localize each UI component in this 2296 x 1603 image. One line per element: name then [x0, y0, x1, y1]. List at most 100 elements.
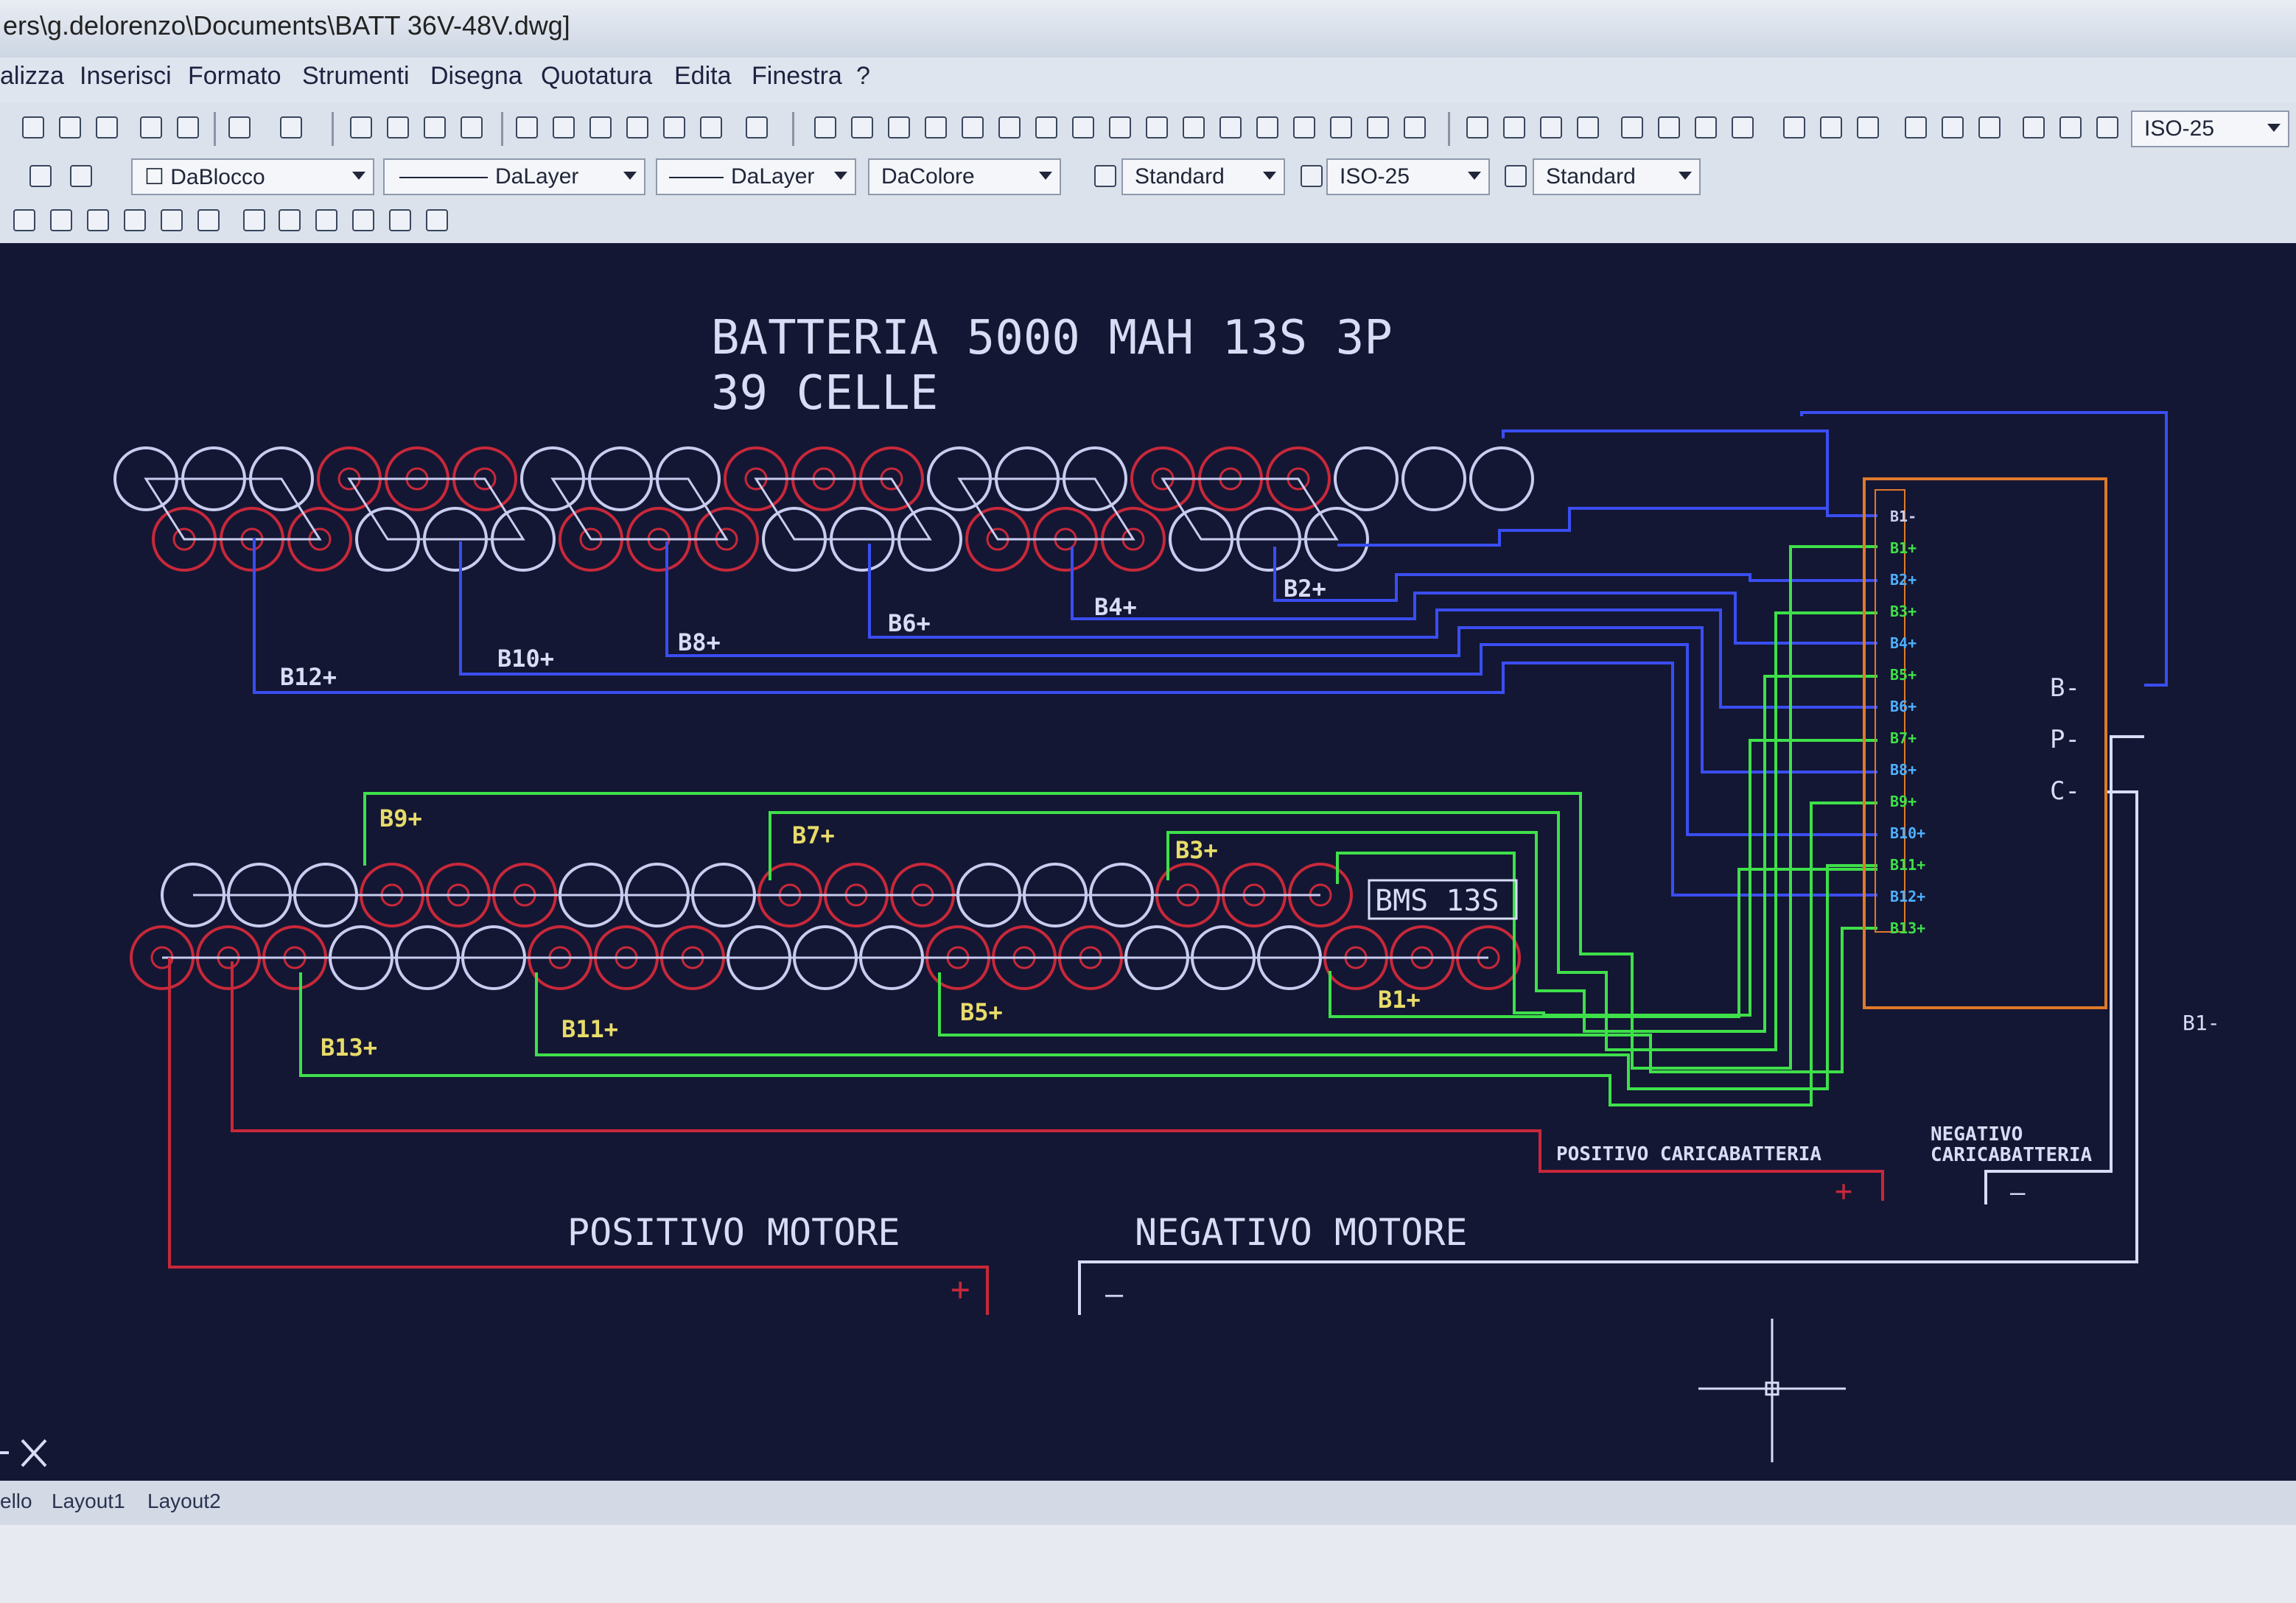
menu-strumenti[interactable]: Strumenti [302, 62, 410, 90]
fillet-icon[interactable] [1367, 116, 1389, 138]
make-block-icon[interactable] [197, 209, 220, 231]
battery-cell[interactable] [1401, 446, 1466, 511]
radius-icon[interactable] [1621, 116, 1643, 138]
zoom-window-icon[interactable] [424, 116, 446, 138]
menu-visualizza[interactable]: alizza [0, 62, 64, 90]
menu-help[interactable]: ? [856, 62, 870, 90]
gradient-icon[interactable] [315, 209, 337, 231]
drawing-canvas[interactable]: BATTERIA 5000 MAH 13S 3P 39 CELLE [0, 243, 2296, 1481]
menu-disegna[interactable]: Disegna [430, 62, 522, 90]
battery-cell[interactable] [1469, 446, 1534, 511]
jogged-icon[interactable] [1658, 116, 1680, 138]
menu-finestra[interactable]: Finestra [752, 62, 842, 90]
color-dropdown[interactable]: DaColore [868, 158, 1061, 195]
table-style-icon[interactable] [1505, 165, 1527, 187]
tab-layout2[interactable]: Layout2 [147, 1490, 221, 1512]
trim-icon[interactable] [1146, 116, 1168, 138]
ellipse-icon[interactable] [87, 209, 109, 231]
help-icon[interactable] [746, 116, 768, 138]
insert-block-icon[interactable] [161, 209, 183, 231]
linear-dimension-icon[interactable] [1466, 116, 1488, 138]
text-style-dropdown[interactable]: Standard [1121, 158, 1285, 195]
cell-link [957, 477, 1135, 541]
point-icon[interactable] [243, 209, 265, 231]
pan-icon[interactable] [350, 116, 372, 138]
properties-icon[interactable] [516, 116, 538, 138]
break-point-icon[interactable] [1256, 116, 1278, 138]
battery-cell[interactable] [1334, 446, 1399, 511]
join-icon[interactable] [1293, 116, 1315, 138]
arc-length-icon[interactable] [1540, 116, 1562, 138]
extend-icon[interactable] [1183, 116, 1205, 138]
array-icon[interactable] [962, 116, 984, 138]
diameter-icon[interactable] [1695, 116, 1717, 138]
menu-inserisci[interactable]: Inserisci [80, 62, 172, 90]
menu-formato[interactable]: Formato [188, 62, 281, 90]
cut-icon[interactable] [22, 116, 44, 138]
brush-icon[interactable] [177, 116, 199, 138]
rotate-icon[interactable] [1035, 116, 1057, 138]
tool-palettes-icon[interactable] [589, 116, 612, 138]
block-dropdown[interactable]: ☐ DaBlocco [131, 158, 374, 195]
move-icon[interactable] [998, 116, 1021, 138]
copy-object-icon[interactable] [851, 116, 873, 138]
mirror-icon[interactable] [888, 116, 910, 138]
dimtedit-icon[interactable] [2059, 116, 2082, 138]
layer-manager-icon[interactable] [29, 165, 52, 187]
dimstyle-dropdown[interactable]: ISO-25 [2131, 111, 2289, 147]
calculator-icon[interactable] [700, 116, 722, 138]
command-line-area[interactable] [0, 1525, 2296, 1603]
zoom-previous-icon[interactable] [461, 116, 483, 138]
region-icon[interactable] [13, 209, 35, 231]
dim-style-dropdown[interactable]: ISO-25 [1326, 158, 1490, 195]
table-icon[interactable] [389, 209, 411, 231]
menu-edita[interactable]: Edita [674, 62, 732, 90]
paste-icon[interactable] [96, 116, 118, 138]
chamfer-icon[interactable] [1330, 116, 1352, 138]
stretch-icon[interactable] [1109, 116, 1131, 138]
ellipse-arc-icon[interactable] [124, 209, 146, 231]
markup-icon[interactable] [663, 116, 685, 138]
angular-icon[interactable] [1732, 116, 1754, 138]
text-style-icon[interactable] [1094, 165, 1116, 187]
match-properties-icon[interactable] [140, 116, 162, 138]
hatch-icon[interactable] [279, 209, 301, 231]
undo-icon[interactable] [228, 116, 251, 138]
explode-icon[interactable] [1404, 116, 1426, 138]
top-battery-pack [113, 446, 1534, 572]
center-mark-icon[interactable] [1978, 116, 2001, 138]
layer-dropdown[interactable]: DaLayer [383, 158, 645, 195]
redo-icon[interactable] [280, 116, 302, 138]
red-power-wires [168, 958, 1884, 1315]
offset-icon[interactable] [925, 116, 947, 138]
design-center-icon[interactable] [553, 116, 575, 138]
menu-quotatura[interactable]: Quotatura [541, 62, 653, 90]
sheet-set-icon[interactable] [626, 116, 648, 138]
dimedit-icon[interactable] [2023, 116, 2045, 138]
dimension-style-icon[interactable] [1301, 165, 1323, 187]
layer-previous-icon[interactable] [70, 165, 92, 187]
aligned-dimension-icon[interactable] [1503, 116, 1525, 138]
bms-box[interactable] [1863, 477, 2107, 1009]
scale-icon[interactable] [1072, 116, 1094, 138]
leader-icon[interactable] [1905, 116, 1927, 138]
erase-icon[interactable] [814, 116, 836, 138]
quick-dimension-icon[interactable] [1783, 116, 1805, 138]
spline-icon[interactable] [50, 209, 72, 231]
wire-b2 [1273, 547, 1877, 602]
tab-layout1[interactable]: Layout1 [52, 1490, 125, 1512]
linetype-dropdown[interactable]: DaLayer [656, 158, 856, 195]
tolerance-icon[interactable] [1942, 116, 1964, 138]
tab-model[interactable]: ello [0, 1490, 32, 1512]
copy-icon[interactable] [59, 116, 81, 138]
baseline-icon[interactable] [1820, 116, 1842, 138]
dimension-update-icon[interactable] [2096, 116, 2118, 138]
break-icon[interactable] [1219, 116, 1242, 138]
multiline-text-icon[interactable] [426, 209, 448, 231]
zoom-realtime-icon[interactable] [387, 116, 409, 138]
boundary-icon[interactable] [352, 209, 374, 231]
ordinate-icon[interactable] [1577, 116, 1599, 138]
wire-b11 [535, 864, 1877, 1090]
continue-icon[interactable] [1857, 116, 1879, 138]
table-style-dropdown[interactable]: Standard [1533, 158, 1701, 195]
